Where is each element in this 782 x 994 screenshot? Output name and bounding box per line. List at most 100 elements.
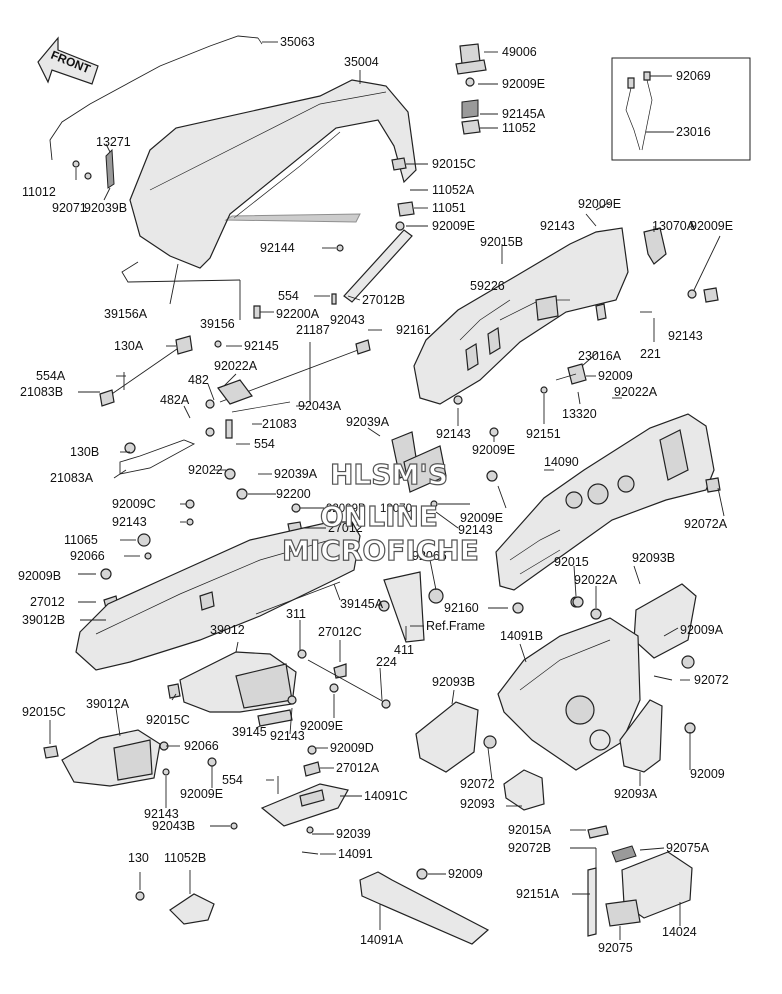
label-411: 411 (394, 643, 414, 657)
label-39012: 39012 (210, 623, 245, 637)
plate-92093A (619, 699, 696, 773)
label-21083A: 21083A (50, 471, 94, 485)
label-14091A: 14091A (360, 933, 404, 947)
label-35063: 35063 (280, 35, 315, 49)
bracket-11052B (135, 891, 215, 925)
label-92151A: 92151A (516, 887, 560, 901)
label-13070: 13070 (380, 503, 412, 515)
top-right-hardware (391, 43, 751, 231)
label-92022: 92022 (188, 463, 223, 477)
label-92015C-a: 92015C (432, 157, 476, 171)
label-11051: 11051 (432, 201, 466, 215)
watermark-line2: ONLINE (320, 500, 438, 533)
plate-92093B-right (633, 583, 697, 659)
label-92143-g: 92143 (144, 807, 179, 821)
label-35004: 35004 (344, 55, 379, 69)
label-92009B-b: 92009B (18, 569, 61, 583)
label-92009E-h: 92009E (180, 787, 223, 801)
label-92145A: 92145A (502, 107, 546, 121)
label-14024: 14024 (662, 925, 697, 939)
label-49006: 49006 (502, 45, 537, 59)
label-14091B: 14091B (500, 629, 543, 643)
label-27012C: 27012C (318, 625, 362, 639)
label-92093B-b: 92093B (432, 675, 475, 689)
label-554A: 554A (36, 369, 66, 383)
tray-14091C (230, 745, 349, 855)
label-92009-c: 92009 (448, 867, 483, 881)
label-59226: 59226 (470, 279, 505, 293)
label-92143-c: 92143 (436, 427, 471, 441)
label-92009B-a: 92009B (326, 503, 366, 515)
label-92009E-g: 92009E (300, 719, 343, 733)
floor-pan-14091B (497, 617, 641, 771)
label-27012-b: 27012 (30, 595, 65, 609)
label-14091C: 14091C (364, 789, 408, 803)
dash-upper-panel (413, 227, 629, 405)
label-92009E-c: 92009E (432, 219, 475, 233)
label-92009-a: 92009 (598, 369, 633, 383)
label-92200A: 92200A (276, 307, 320, 321)
label-92093B-a: 92093B (632, 551, 675, 565)
label-27012A: 27012A (336, 761, 380, 775)
label-92066-a: 92066 (70, 549, 105, 563)
label-27012: 27012 (328, 521, 363, 535)
label-92069: 92069 (676, 69, 711, 83)
label-39156A: 39156A (104, 307, 148, 321)
label-14090: 14090 (544, 455, 579, 469)
label-92075: 92075 (598, 941, 633, 955)
label-92071: 92071 (52, 201, 87, 215)
label-92043: 92043 (330, 313, 365, 327)
label-92015B: 92015B (480, 235, 523, 249)
switch-parts (540, 303, 607, 394)
label-130: 130 (128, 851, 149, 865)
label-92022A-a: 92022A (214, 359, 258, 373)
label-92015C-c: 92015C (146, 713, 190, 727)
label-92015C-b: 92015C (22, 705, 66, 719)
main-dashboard-14090 (495, 413, 721, 591)
label-92015: 92015 (554, 555, 589, 569)
label-554-a: 554 (278, 289, 299, 303)
label-92015A: 92015A (508, 823, 552, 837)
label-39156: 39156 (200, 317, 235, 331)
label-311: 311 (286, 607, 306, 621)
label-27012B: 27012B (362, 293, 405, 307)
fasteners-311-224 (297, 649, 391, 709)
label-92151: 92151 (526, 427, 561, 441)
watermark-line1: HLSM'S (330, 458, 448, 491)
label-11052B: 11052B (164, 851, 206, 865)
label-21083B: 21083B (20, 385, 63, 399)
label-130A: 130A (114, 339, 144, 353)
label-92009E-d: 92009E (690, 219, 733, 233)
label-39012A: 39012A (86, 697, 130, 711)
label-92022A-c: 92022A (574, 573, 618, 587)
label-92039A-a: 92039A (346, 415, 390, 429)
label-23016A: 23016A (578, 349, 622, 363)
lower-console-39012B (75, 521, 361, 671)
label-39145A: 39145A (340, 597, 384, 611)
label-11052: 11052 (502, 121, 536, 135)
label-92009C: 92009C (112, 497, 156, 511)
label-RefFrame: Ref.Frame (426, 619, 485, 633)
label-92145: 92145 (244, 339, 279, 353)
roof-canopy-assembly (49, 35, 417, 319)
label-92143-f: 92143 (270, 729, 305, 743)
label-92009E-a: 92009E (502, 77, 545, 91)
label-554-c: 554 (222, 773, 243, 787)
label-92009D: 92009D (330, 741, 374, 755)
label-13320: 13320 (562, 407, 597, 421)
label-92144: 92144 (260, 241, 295, 255)
label-92066-c: 92066 (184, 739, 219, 753)
bracket-92039A (391, 431, 447, 493)
label-224: 224 (376, 655, 397, 669)
front-arrow: FRONT (37, 36, 99, 85)
label-14091: 14091 (338, 847, 373, 861)
label-11052A: 11052A (432, 183, 475, 197)
label-92066-b: 92066 (412, 549, 447, 563)
label-13070A: 13070A (652, 219, 696, 233)
label-554-b: 554 (254, 437, 275, 451)
label-92072B: 92072B (508, 841, 551, 855)
label-92072-b: 92072 (460, 777, 495, 791)
right-fasteners-mid (572, 596, 695, 681)
label-92143-a: 92143 (540, 219, 575, 233)
